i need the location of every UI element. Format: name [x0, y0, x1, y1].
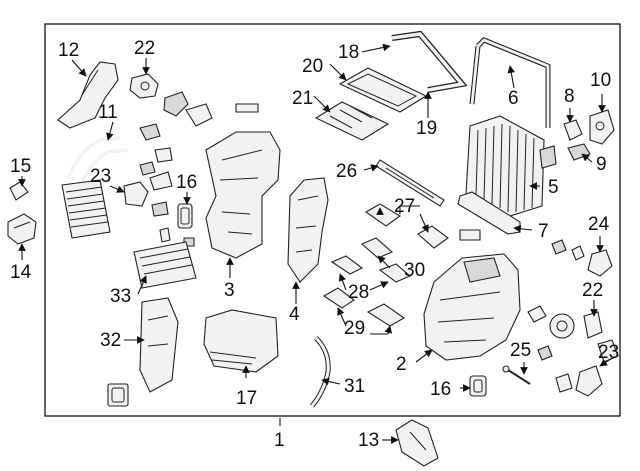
blower-case-part-17 [203, 309, 279, 373]
callout-32: 32 [100, 330, 121, 351]
heater-core [61, 179, 111, 239]
cap-part-8 [563, 119, 583, 141]
actuator-cluster-right [527, 305, 619, 393]
callout-4: 4 [289, 304, 300, 325]
callout-31: 31 [344, 376, 365, 397]
seal-part-32-frame [107, 383, 129, 407]
actuator-part-24 [571, 245, 613, 277]
duct-part-13 [395, 419, 439, 467]
callout-30: 30 [404, 260, 425, 281]
clip-cluster [139, 91, 259, 247]
callout-labels: 1 2 3 4 5 6 7 8 9 10 11 12 13 14 15 16 1… [10, 38, 619, 451]
callout-6: 6 [508, 88, 519, 109]
seal-part-20 [338, 67, 428, 113]
callout-3: 3 [224, 280, 235, 301]
assembly-frame [44, 23, 621, 417]
divider-part-4 [287, 177, 329, 283]
callout-21: 21 [292, 88, 313, 109]
callout-2: 2 [396, 354, 407, 375]
link-part-28 [330, 255, 412, 283]
center-clips [459, 229, 567, 255]
connector-part-14 [7, 213, 37, 245]
evaporator-part-5 [465, 115, 557, 217]
case-part-3 [205, 131, 281, 259]
callout-1: 1 [274, 430, 285, 451]
callout-20: 20 [302, 56, 323, 77]
callout-17: 17 [236, 388, 257, 409]
callout-11: 11 [98, 102, 118, 123]
callout-23-left: 23 [90, 166, 111, 187]
clip-part-15 [9, 181, 29, 201]
plug-part-10 [589, 109, 615, 145]
callout-16-right: 16 [430, 379, 451, 400]
callout-13: 13 [358, 430, 379, 451]
callout-19: 19 [416, 118, 437, 139]
valve-part-23-right [575, 365, 603, 397]
callout-22-right: 22 [582, 280, 603, 301]
callout-18: 18 [338, 42, 359, 63]
duct-part-32 [139, 297, 179, 393]
callout-24: 24 [588, 214, 610, 235]
seal-tube-part-18-19 [391, 30, 468, 93]
callout-15: 15 [10, 156, 31, 177]
callout-10: 10 [590, 70, 611, 91]
gasket-part-16-right [469, 375, 487, 397]
callout-22-top: 22 [134, 38, 155, 59]
sensor-part-25 [502, 365, 531, 385]
callout-33: 33 [110, 286, 131, 307]
link-part-29 [322, 287, 406, 327]
callout-28: 28 [348, 282, 369, 303]
case-part-2 [423, 253, 521, 361]
leader-lines [18, 43, 613, 444]
actuator-part-22-top [129, 73, 159, 99]
callout-25: 25 [510, 340, 531, 361]
callout-5: 5 [548, 177, 559, 198]
callout-16-left: 16 [176, 172, 197, 193]
callout-27: 27 [394, 196, 415, 217]
duct-part-12 [57, 61, 119, 129]
callout-14: 14 [10, 262, 32, 283]
callout-29: 29 [344, 318, 365, 339]
callout-12: 12 [58, 40, 79, 61]
callout-9: 9 [596, 154, 607, 175]
seal-pad-part-21 [314, 101, 390, 141]
lever-part-30 [360, 237, 394, 259]
valve-part-23-left [123, 181, 149, 207]
pipe-part-11 [66, 136, 129, 187]
gasket-part-16-left [177, 203, 193, 229]
bar-part-26 [375, 159, 445, 207]
callout-8: 8 [564, 86, 575, 107]
gasket-frame-part-6 [469, 37, 551, 128]
callout-26: 26 [336, 161, 357, 182]
drain-hose-part-31 [310, 336, 331, 408]
callout-23-right: 23 [598, 342, 619, 363]
callout-7: 7 [538, 221, 549, 242]
filter-part-33 [133, 241, 197, 289]
